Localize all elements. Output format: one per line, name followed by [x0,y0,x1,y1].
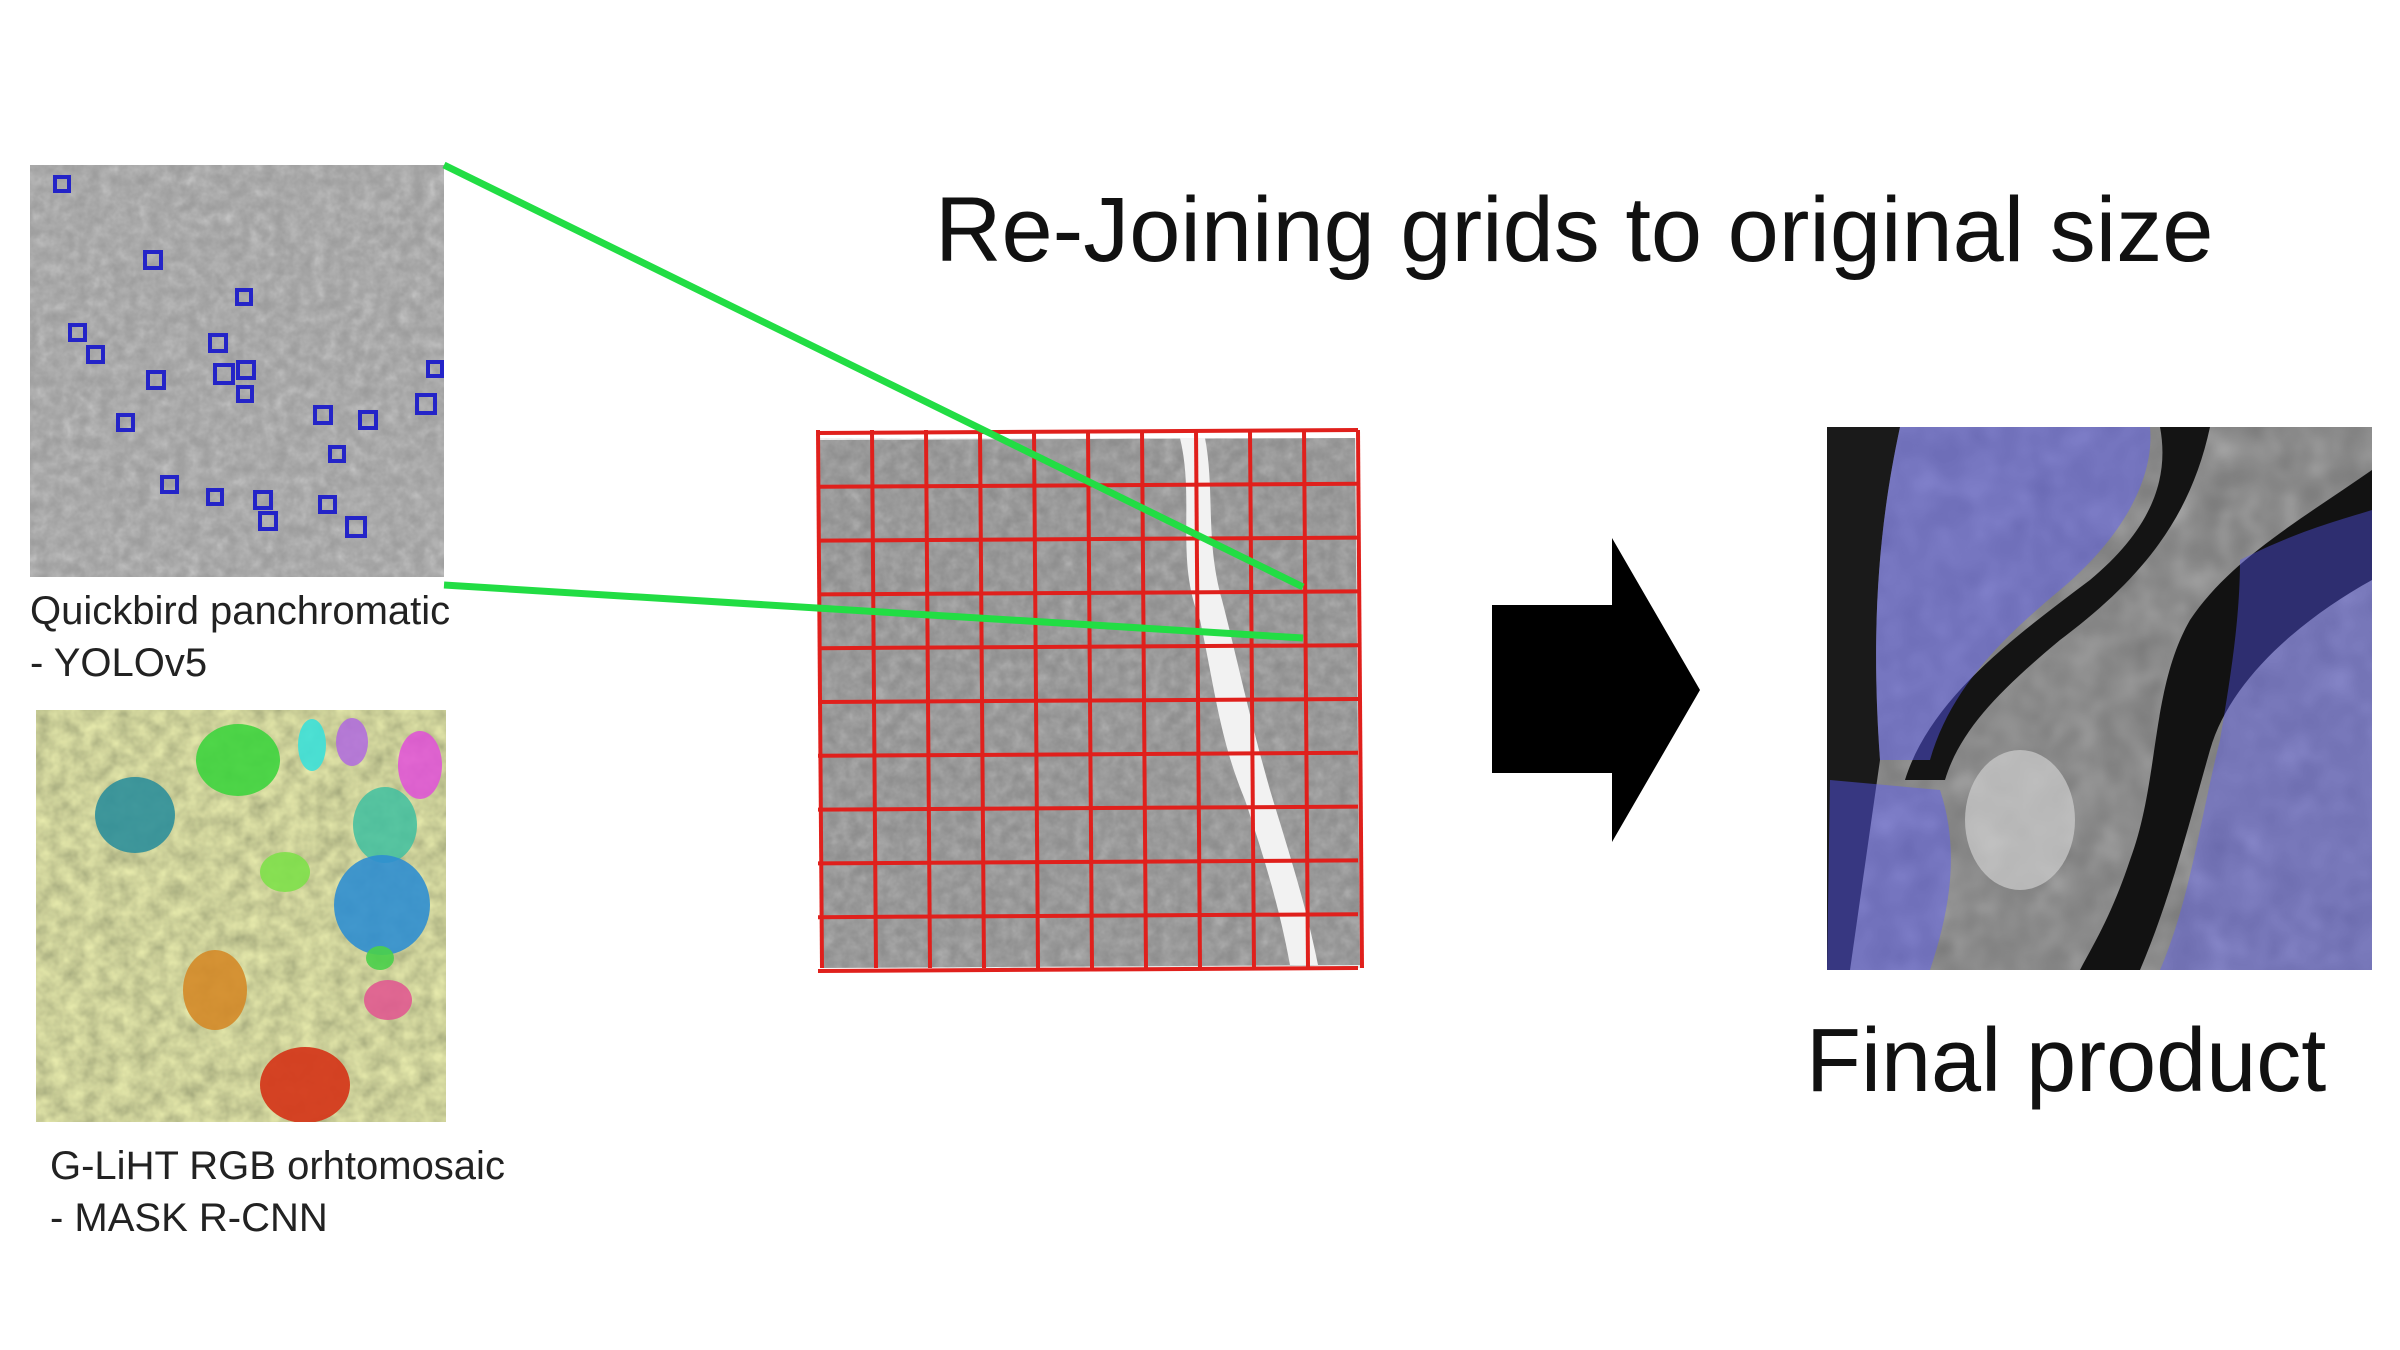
detection-box [253,490,273,510]
detection-box [415,393,437,415]
gliht-caption: G-LiHT RGB orhtomosaic - MASK R-CNN [50,1140,505,1244]
segmentation-masks [95,718,442,1122]
connector-top [442,161,1305,591]
caption-line: - MASK R-CNN [50,1196,328,1240]
caption-line: - YOLOv5 [30,641,208,685]
detection-box [86,345,105,364]
bright-area [1965,750,2075,890]
detection-box [236,385,254,403]
detection-box [68,323,87,342]
mask-cyan [298,719,326,771]
dark-channel [1827,427,1900,970]
grid-line-horizontal [817,481,1359,489]
mask-teal [95,777,175,853]
grid-line-horizontal [817,750,1359,758]
grid-line-horizontal [817,966,1359,973]
mask-red [260,1047,350,1122]
grid-line-vertical [870,429,878,969]
detection-box [258,511,278,531]
zoom-connectors [442,161,1305,642]
grid-line-horizontal [817,912,1359,920]
grid-line-vertical [924,429,932,969]
arrow-icon [1492,538,1700,842]
grid-line-horizontal [817,589,1359,597]
caption-line: Quickbird panchromatic [30,589,451,633]
grid-line-horizontal [817,804,1359,812]
mask-pink [364,980,412,1020]
grid-line-horizontal [817,858,1359,866]
detection-box [236,360,256,380]
grid-line-vertical [1356,429,1364,969]
blue-overlay [1827,780,1951,970]
blue-overlay [2160,510,2372,970]
grid-line-horizontal [817,535,1359,543]
detection-box [213,363,235,385]
grid-line-vertical [978,429,986,969]
mask-aqua [353,787,417,863]
final-product-label: Final product [1806,1011,2327,1111]
detection-box [313,405,333,425]
blue-overlay [1876,427,2151,760]
detection-boxes [53,175,444,538]
detection-box [160,475,179,494]
detection-box [328,445,346,463]
mask-magenta [398,731,442,799]
mask-blue [334,855,430,955]
dark-channel [2080,470,2372,970]
grid-lines [816,428,1364,973]
quickbird-image [30,165,444,577]
detection-box [143,250,163,270]
quickbird-caption: Quickbird panchromatic - YOLOv5 [30,585,450,689]
detection-box [358,410,378,430]
detection-box [206,488,224,506]
diagram-title: Re-Joining grids to original size [935,179,2214,281]
dark-channel [1905,427,2210,780]
mask-green [196,724,280,796]
detection-box [146,370,166,390]
grid-image [816,428,1364,973]
grid-line-horizontal [817,428,1359,435]
detection-box [208,333,228,353]
gliht-rgb-image [36,710,446,1122]
grid-line-horizontal [817,697,1359,704]
detection-box [53,175,71,193]
final-product-image [1827,427,2372,970]
caption-line: G-LiHT RGB orhtomosaic [50,1144,505,1188]
detection-box [318,495,337,514]
detection-box [116,413,135,432]
detection-box [235,288,253,306]
grid-line-vertical [816,429,824,969]
detection-box [426,360,444,378]
river [1180,438,1318,965]
mask-orange [183,950,247,1030]
mask-green-small [366,946,394,970]
mask-lightgreen [260,852,310,892]
detection-box [345,516,367,538]
grid-line-horizontal [817,643,1359,651]
mask-purple [336,718,368,766]
connector-bottom [443,581,1304,642]
